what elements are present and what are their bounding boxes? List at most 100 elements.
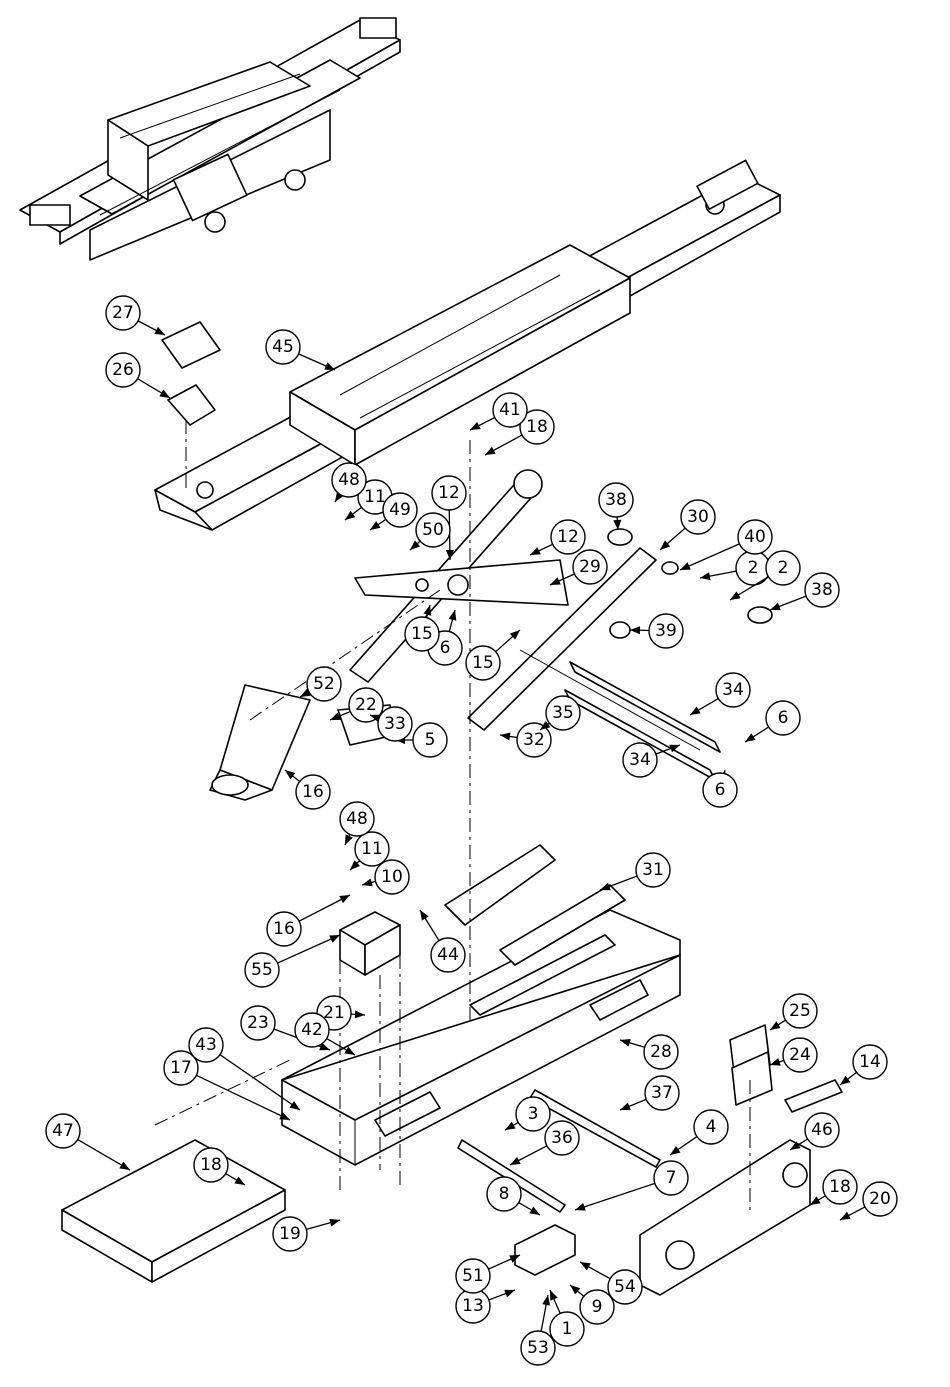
callout-b41: 41 [470,393,527,430]
callout-number: 48 [338,470,360,490]
callout-number: 18 [829,1177,851,1197]
callout-number: 26 [112,360,134,380]
callout-arrowhead [339,895,350,903]
cylinder-52 [210,685,310,800]
callout-arrowhead [700,572,711,580]
pad-27 [162,322,220,368]
callout-number: 16 [273,919,295,939]
callout-b4: 4 [670,1110,728,1155]
callout-arrowhead [285,770,295,779]
callout-number: 54 [614,1277,636,1297]
callout-b12b: 12 [530,520,585,555]
callout-arrowhead [550,1290,558,1301]
callout-number: 17 [170,1058,192,1078]
callout-number: 20 [869,1189,891,1209]
callout-arrowhead [630,626,640,634]
callout-number: 1 [562,1319,573,1339]
callout-b8: 8 [487,1177,540,1215]
callout-number: 2 [748,558,759,578]
callout-b1: 1 [550,1290,584,1346]
callout-arrowhead [420,910,429,921]
tray-47 [62,1140,285,1282]
callout-arrowhead [119,1162,130,1170]
callout-arrowhead [840,1212,851,1220]
callout-b6b: 6 [745,701,800,742]
callout-number: 5 [425,730,436,750]
callout-arrowhead [500,732,510,740]
callout-arrowhead [575,1203,586,1211]
callout-number: 11 [364,487,386,507]
callout-number: 51 [462,1266,484,1286]
callout-b30: 30 [660,500,715,550]
callout-number: 35 [552,703,574,723]
callout-arrowhead [154,327,165,335]
callout-number: 24 [789,1045,811,1065]
callout-number: 23 [247,1013,269,1033]
callout-number: 12 [438,483,460,503]
callout-number: 49 [389,500,411,520]
callout-number: 13 [462,1296,484,1316]
callout-arrowhead [355,1010,365,1018]
callout-number: 12 [557,527,579,547]
callout-number: 9 [592,1297,603,1317]
callout-arrowhead [620,1039,631,1047]
callout-b28: 28 [620,1035,678,1069]
callout-arrowhead [542,1295,550,1306]
callout-arrowhead [329,1219,340,1227]
assembled-lift-view [20,18,400,260]
callout-arrowhead [580,1262,591,1270]
callout-number: 55 [251,960,273,980]
callout-arrowhead [770,1021,781,1030]
callout-number: 18 [200,1155,222,1175]
callout-arrowhead [345,511,355,520]
callout-b51: 51 [456,1255,520,1293]
callout-arrowhead [745,733,756,742]
callout-b39: 39 [630,614,683,648]
callout-b35: 35 [540,696,580,730]
callout-b18c: 18 [810,1170,857,1205]
callout-b24: 24 [770,1038,817,1072]
valve-block-55 [340,912,400,975]
callout-b47: 47 [46,1114,130,1170]
callout-b34b: 34 [623,743,680,777]
callout-number: 30 [687,507,709,527]
callout-number: 27 [112,303,134,323]
callout-number: 3 [528,1104,539,1124]
callout-number: 6 [778,708,789,728]
callout-b15b: 15 [466,630,520,680]
callout-arrowhead [504,1290,515,1297]
callout-b25: 25 [770,994,817,1030]
callout-b19: 19 [273,1217,340,1251]
callout-arrowhead [570,1285,580,1294]
callout-arrowhead [620,1103,631,1110]
callout-number: 48 [346,809,368,829]
callout-number: 34 [629,750,651,770]
bracket-51 [515,1225,575,1275]
callout-number: 29 [579,557,601,577]
callout-leader [575,1183,655,1210]
callout-arrowhead [840,1076,850,1085]
callout-arrowhead [485,447,496,455]
callout-b7: 7 [575,1161,688,1211]
callout-arrowhead [670,1146,681,1155]
callout-number: 47 [52,1121,74,1141]
callout-arrowhead [324,362,335,370]
callout-arrowhead [530,547,541,555]
callout-b13: 13 [456,1289,515,1323]
callout-number: 37 [651,1083,673,1103]
callout-number: 41 [499,400,521,420]
callout-number: 38 [605,490,627,510]
callout-number: 34 [722,680,744,700]
callout-b38a: 38 [599,483,633,530]
callout-b46: 46 [790,1113,839,1150]
callout-b26: 26 [106,353,170,398]
callout-arrowhead [680,562,691,570]
callout-number: 50 [422,520,444,540]
callout-b16a: 16 [285,770,330,809]
callout-b45: 45 [266,330,335,370]
callout-number: 40 [744,527,766,547]
callout-b17: 17 [164,1051,290,1120]
callout-number: 39 [655,621,677,641]
callout-number: 10 [381,867,403,887]
callout-number: 14 [859,1052,881,1072]
